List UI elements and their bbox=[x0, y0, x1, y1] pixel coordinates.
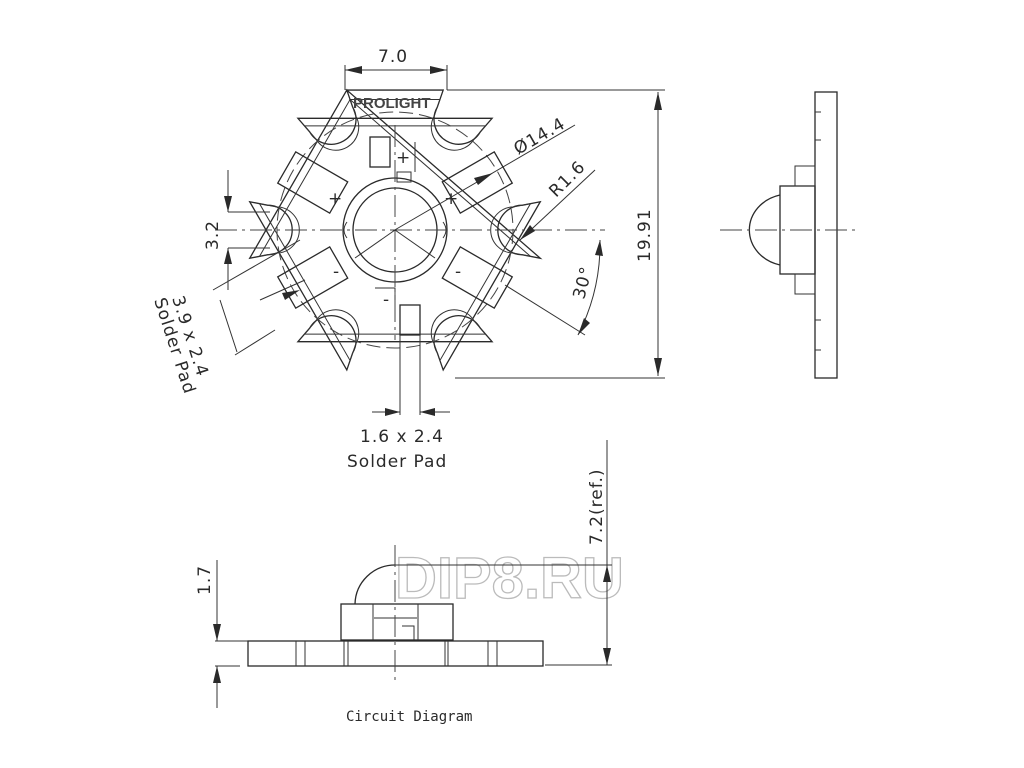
bottom-emitter-pad bbox=[399, 304, 421, 336]
dim-total-height: 7.2(ref.) bbox=[587, 468, 607, 545]
lens-dome bbox=[354, 564, 396, 605]
dim-side-pad-line bbox=[212, 239, 306, 356]
star-board-top-view: PROLIGHT + + + - - - bbox=[215, 88, 605, 372]
dim-thickness: 1.7 bbox=[195, 565, 215, 595]
side-view-right bbox=[720, 91, 860, 379]
board-segments bbox=[295, 641, 498, 666]
minus-sign: - bbox=[333, 262, 340, 282]
dim-3-2-line bbox=[227, 170, 270, 290]
emitter-body bbox=[340, 603, 454, 641]
board-edge bbox=[814, 91, 838, 379]
traces bbox=[375, 142, 416, 300]
side-view-bottom: 7.2(ref.) 1.7 bbox=[195, 440, 612, 708]
minus-sign: - bbox=[383, 290, 390, 310]
dim-notch: 3.2 bbox=[203, 220, 223, 250]
emitter-details bbox=[372, 604, 419, 640]
caption: Circuit Diagram bbox=[346, 709, 472, 725]
top-marker bbox=[396, 171, 412, 183]
dim-7-2-line bbox=[395, 440, 612, 666]
emitter-leads bbox=[794, 165, 816, 295]
top-emitter-pad bbox=[369, 136, 391, 168]
plus-sign: + bbox=[396, 148, 411, 168]
minus-sign: - bbox=[455, 262, 462, 282]
plus-sign: + bbox=[328, 189, 343, 209]
dim-19-91-line bbox=[447, 89, 665, 379]
dim-center-pad-line bbox=[372, 335, 450, 415]
angle-line bbox=[354, 229, 396, 259]
dim-center-pad: 1.6 x 2.4 bbox=[360, 427, 444, 447]
dim-width: 7.0 bbox=[378, 47, 408, 67]
solder-pad bbox=[441, 246, 514, 309]
board-segments bbox=[815, 111, 821, 351]
angle-line bbox=[394, 229, 436, 259]
dim-radius: R1.6 bbox=[545, 157, 589, 201]
plus-sign: + bbox=[444, 189, 459, 209]
solder-pad bbox=[276, 151, 349, 214]
dim-diameter: Ø14.4 bbox=[511, 114, 570, 159]
brand-logo: PROLIGHT bbox=[353, 95, 431, 112]
dim-1-7-line bbox=[215, 560, 248, 708]
watermark: DIP8.RU bbox=[395, 546, 624, 611]
dim-height: 19.91 bbox=[635, 208, 655, 262]
dim-center-pad-label: Solder Pad bbox=[347, 452, 447, 472]
